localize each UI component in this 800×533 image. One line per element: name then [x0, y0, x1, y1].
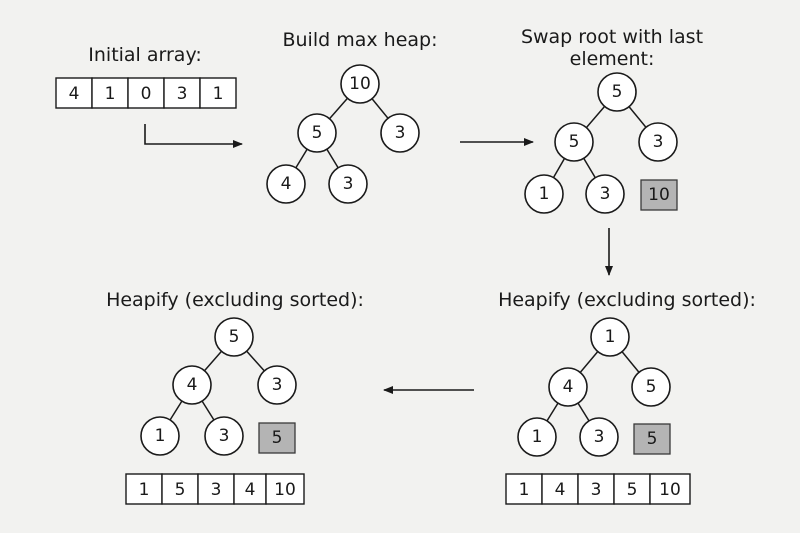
array-cell: 4 [55, 77, 93, 109]
tree-node: 4 [266, 164, 306, 204]
svg-text:1: 1 [105, 84, 116, 104]
heapify-right-array: 1 4 3 5 10 [505, 473, 691, 505]
array-cell: 1 [125, 473, 163, 505]
svg-text:0: 0 [141, 84, 152, 104]
tree-node: 1 [590, 317, 630, 357]
svg-text:3: 3 [653, 132, 664, 152]
arrow-initial-to-build [144, 124, 243, 148]
tree-node: 3 [579, 417, 619, 457]
svg-text:1: 1 [139, 480, 150, 500]
initial-array: 4 1 0 3 1 [55, 77, 237, 109]
heapify-right-tree: 1 4 5 1 3 5 [517, 317, 671, 457]
tree-node: 3 [638, 122, 678, 162]
svg-text:5: 5 [612, 82, 623, 102]
swap-tree: 5 5 3 1 3 10 [524, 72, 678, 214]
svg-text:3: 3 [395, 123, 406, 143]
svg-text:4: 4 [563, 377, 574, 397]
build-heap-tree: 10 5 3 4 3 [266, 64, 420, 204]
svg-text:3: 3 [177, 84, 188, 104]
svg-text:5: 5 [569, 132, 580, 152]
svg-text:3: 3 [343, 174, 354, 194]
array-cell: 0 [127, 77, 165, 109]
array-cell: 10 [265, 473, 305, 505]
svg-text:1: 1 [213, 84, 224, 104]
tree-node: 5 [297, 113, 337, 153]
svg-text:4: 4 [187, 375, 198, 395]
svg-text:5: 5 [272, 428, 283, 448]
tree-node: 1 [517, 417, 557, 457]
tree-node: 10 [340, 64, 380, 104]
swap-caption-line1: Swap root with last [520, 26, 704, 48]
svg-text:10: 10 [274, 480, 296, 500]
svg-text:5: 5 [312, 123, 323, 143]
array-cell: 3 [163, 77, 201, 109]
svg-text:3: 3 [600, 184, 611, 204]
svg-text:1: 1 [605, 327, 616, 347]
svg-text:5: 5 [627, 480, 638, 500]
tree-node: 4 [172, 365, 212, 405]
build-max-heap-caption: Build max heap: [282, 29, 438, 51]
array-cell: 5 [161, 473, 199, 505]
svg-text:10: 10 [349, 74, 371, 94]
svg-text:4: 4 [555, 480, 566, 500]
tree-node: 3 [204, 416, 244, 456]
svg-text:3: 3 [211, 480, 222, 500]
svg-text:1: 1 [532, 427, 543, 447]
heapify-left-tree: 5 4 3 1 3 5 [140, 317, 297, 456]
sorted-element: 10 [640, 179, 678, 211]
svg-text:1: 1 [539, 184, 550, 204]
tree-node: 3 [328, 164, 368, 204]
svg-text:10: 10 [659, 480, 681, 500]
svg-text:3: 3 [591, 480, 602, 500]
tree-node: 4 [548, 367, 588, 407]
tree-node: 3 [257, 365, 297, 405]
array-cell: 1 [199, 77, 237, 109]
svg-text:5: 5 [647, 429, 658, 449]
initial-array-caption: Initial array: [88, 44, 202, 66]
tree-node: 3 [380, 113, 420, 153]
array-cell: 3 [577, 473, 615, 505]
tree-node: 5 [597, 72, 637, 112]
array-cell: 4 [541, 473, 579, 505]
heapify-right-caption: Heapify (excluding sorted): [498, 289, 756, 311]
tree-node: 5 [214, 317, 254, 357]
tree-node: 1 [140, 416, 180, 456]
svg-text:5: 5 [175, 480, 186, 500]
svg-text:10: 10 [648, 185, 670, 205]
sorted-element: 5 [258, 422, 296, 454]
heapify-left-caption: Heapify (excluding sorted): [106, 289, 364, 311]
tree-node: 1 [524, 174, 564, 214]
array-cell: 5 [613, 473, 651, 505]
tree-node: 3 [585, 174, 625, 214]
svg-text:3: 3 [594, 427, 605, 447]
swap-caption-line2: element: [569, 48, 655, 70]
svg-text:3: 3 [272, 375, 283, 395]
heapify-left-array: 1 5 3 4 10 [125, 473, 305, 505]
tree-node: 5 [631, 367, 671, 407]
array-cell: 4 [233, 473, 267, 505]
svg-text:1: 1 [155, 426, 166, 446]
svg-text:1: 1 [519, 480, 530, 500]
svg-text:4: 4 [245, 480, 256, 500]
array-cell: 3 [197, 473, 235, 505]
array-cell: 10 [649, 473, 691, 505]
svg-text:4: 4 [281, 174, 292, 194]
svg-text:5: 5 [646, 377, 657, 397]
array-cell: 1 [505, 473, 543, 505]
tree-node: 5 [554, 122, 594, 162]
svg-text:3: 3 [219, 426, 230, 446]
array-cell: 1 [91, 77, 129, 109]
sorted-element: 5 [633, 423, 671, 455]
svg-text:5: 5 [229, 327, 240, 347]
svg-text:4: 4 [69, 84, 80, 104]
